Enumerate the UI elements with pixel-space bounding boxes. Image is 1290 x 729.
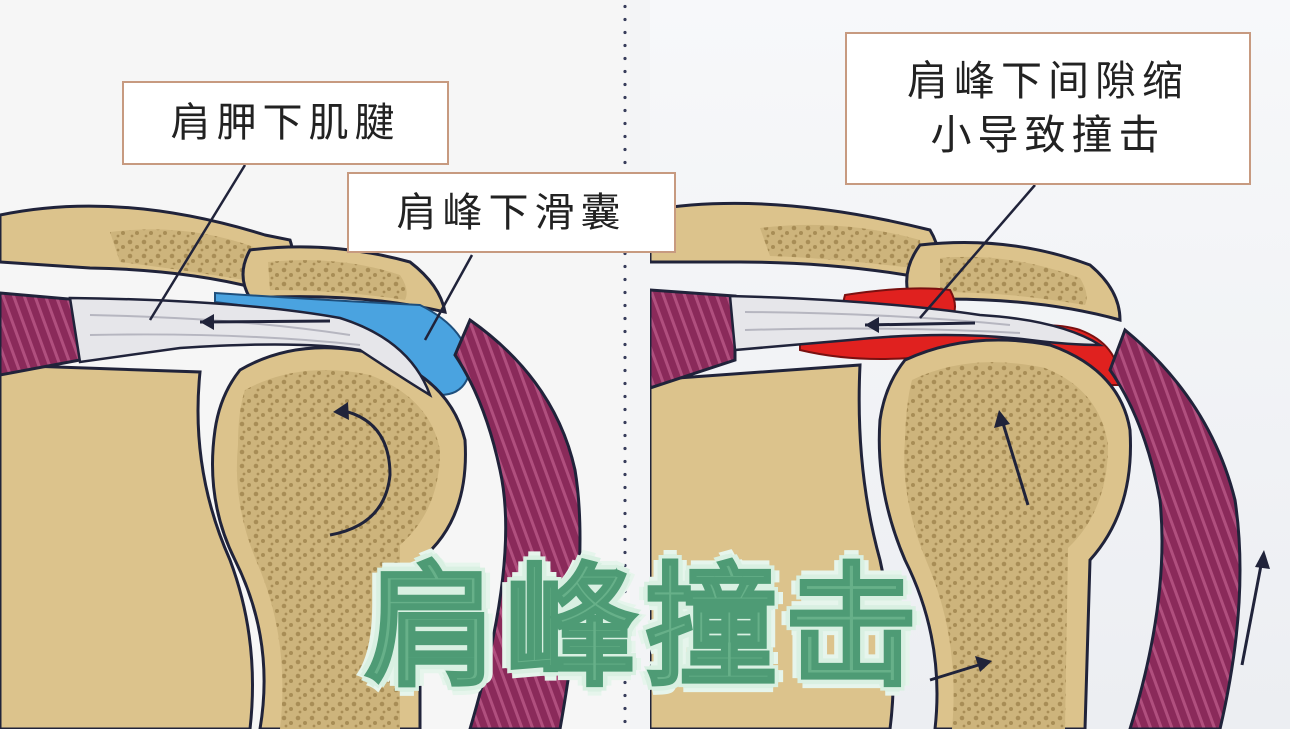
tendon-direction-arrow — [199, 319, 331, 324]
scapula-shape — [0, 363, 254, 729]
tendon-direction-arrow — [864, 321, 976, 327]
panel-divider — [623, 0, 627, 729]
diagram-title: 肩峰撞击 — [364, 550, 925, 707]
deltoid-muscle — [453, 317, 582, 729]
deltoid-muscle — [1108, 327, 1242, 729]
supraspinatus-muscle — [650, 288, 737, 390]
leader-line-bursa — [423, 254, 474, 341]
label-text: 肩胛下肌腱 — [170, 100, 401, 146]
clavicle-inner — [940, 256, 1087, 305]
straight-arrow-icon — [1000, 419, 1030, 506]
leader-line-impingement — [919, 184, 1036, 319]
acromion-inner — [760, 224, 921, 268]
label-text-line1: 肩峰下间隙缩 — [907, 57, 1189, 106]
label-subscapularis-tendon: 肩胛下肌腱 — [122, 81, 449, 165]
label-text: 肩峰下滑囊 — [396, 189, 627, 236]
label-subacromial-bursa: 肩峰下滑囊 — [347, 172, 676, 253]
straight-arrow-icon — [929, 661, 986, 682]
normal-shoulder-illustration — [0, 164, 582, 729]
humeral-head-inner — [904, 362, 1108, 729]
curved-arrow-icon — [329, 408, 392, 537]
leader-line-tendon — [148, 164, 247, 321]
label-impingement-explanation: 肩峰下间隙缩 小导致撞击 — [845, 32, 1251, 185]
subscapularis-tendon-shape — [68, 296, 433, 398]
impingement-shoulder-illustration — [650, 184, 1270, 729]
scapula-shape — [650, 363, 895, 729]
label-text-line2: 小导致撞击 — [930, 110, 1166, 159]
acromion-inner — [110, 229, 262, 280]
subscapularis-muscle — [0, 291, 82, 377]
clavicle-inner — [268, 260, 407, 300]
straight-arrow-icon — [1240, 559, 1264, 666]
